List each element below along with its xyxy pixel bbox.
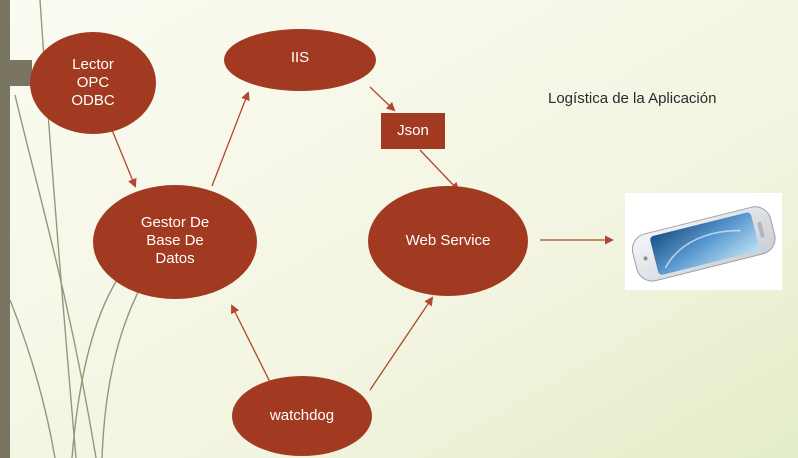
- arrow-watchdog-to-webservice: [369, 296, 434, 391]
- node-watchdog: [232, 376, 372, 456]
- node-json-label: Json: [397, 122, 429, 139]
- arrow-json-to-webservice: [419, 149, 460, 192]
- node-iis: [224, 29, 376, 91]
- arrow-watchdog-to-gestor: [231, 304, 271, 383]
- arrow-gestor-to-iis: [211, 91, 250, 187]
- arrow-iis-to-json: [369, 86, 396, 112]
- node-gestor-label: Gestor De Base De Datos: [140, 214, 210, 267]
- decorative-curves: [9, 0, 151, 458]
- node-watchdog-label: watchdog: [269, 407, 335, 424]
- node-lector-label: Lector OPC ODBC: [71, 56, 115, 109]
- smartphone-icon: [625, 193, 782, 290]
- slide-title: Logística de la Aplicación: [548, 90, 717, 107]
- node-webservice-label: Web Service: [405, 232, 491, 249]
- left-bar: [0, 0, 10, 458]
- node-webservice: [368, 186, 528, 296]
- left-tab: [10, 60, 32, 86]
- node-iis-label: IIS: [290, 49, 310, 66]
- node-lector: [30, 32, 156, 134]
- arrow-lector-to-gestor: [111, 129, 137, 188]
- node-gestor: [93, 185, 257, 299]
- node-json: [381, 113, 445, 149]
